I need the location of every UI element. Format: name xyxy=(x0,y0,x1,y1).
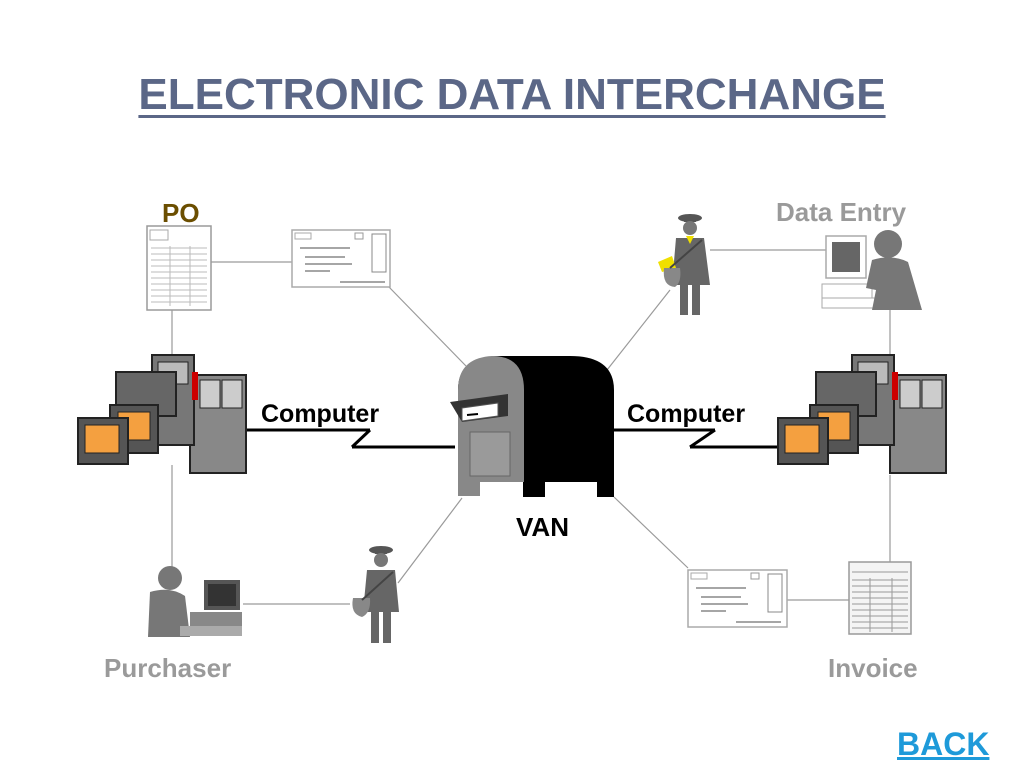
page-title: ELECTRONIC DATA INTERCHANGE xyxy=(138,70,886,119)
po-label: PO xyxy=(162,198,200,228)
computer-link-left xyxy=(247,428,455,449)
mailman-icon xyxy=(658,214,710,315)
data-entry-label: Data Entry xyxy=(776,197,907,227)
computer-label-left: Computer xyxy=(261,400,380,428)
envelope-icon xyxy=(687,569,788,628)
mailbox-icon xyxy=(450,356,614,497)
person-at-terminal-icon xyxy=(148,566,242,637)
computer-link-right xyxy=(614,428,780,449)
connector-lines xyxy=(171,249,891,605)
person-at-terminal-icon xyxy=(821,230,922,310)
computer-system-icon xyxy=(77,354,247,474)
back-link[interactable]: BACK xyxy=(897,726,990,762)
envelope-icon xyxy=(291,229,391,288)
po-document-icon xyxy=(146,225,212,311)
invoice-label: Invoice xyxy=(828,653,918,683)
invoice-document-icon xyxy=(848,561,912,635)
van-label: VAN xyxy=(516,512,569,542)
mailman-icon xyxy=(352,546,399,643)
computer-system-icon xyxy=(777,354,947,474)
computer-label-right: Computer xyxy=(627,400,746,428)
purchaser-label: Purchaser xyxy=(104,653,232,683)
